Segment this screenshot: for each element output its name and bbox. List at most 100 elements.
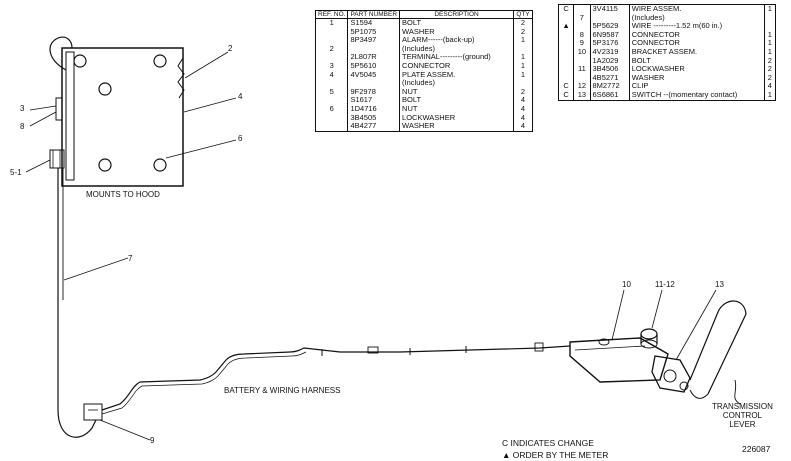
legend-meter: ▲ ORDER BY THE METER <box>502 450 609 460</box>
part-quantity <box>763 22 776 31</box>
part-quantity: 2 <box>513 87 533 97</box>
table-row: (Includes) <box>314 79 533 88</box>
table-row: 7(Includes) <box>557 13 776 23</box>
callout-10: 10 <box>622 280 631 289</box>
change-marker: C <box>557 90 574 101</box>
part-description: ALARM------(back-up) <box>399 36 514 45</box>
table-row: 2(Includes) <box>314 44 533 54</box>
alarm-plate <box>61 47 184 187</box>
change-marker: ▲ <box>557 22 574 31</box>
part-number: 4V2319 <box>589 47 630 57</box>
part-quantity <box>513 79 533 88</box>
part-quantity: 1 <box>513 36 533 45</box>
part-description: CLIP <box>628 82 765 91</box>
part-number <box>347 44 400 54</box>
ref-number <box>314 122 348 132</box>
bolt-head <box>98 82 112 96</box>
change-marker: C <box>557 82 574 91</box>
part-number: S1594 <box>347 18 400 28</box>
ref-number: 12 <box>573 82 591 91</box>
part-number: 3B4505 <box>347 113 400 123</box>
ref-number <box>314 79 348 88</box>
callout-11-12: 11-12 <box>655 280 675 289</box>
connector-8 <box>55 97 63 121</box>
part-number: 2L807R <box>347 53 400 62</box>
part-number: 1A2029 <box>589 56 630 66</box>
part-description: BRACKET ASSEM. <box>628 47 765 57</box>
part-quantity: 1 <box>513 53 533 62</box>
part-description: LOCKWASHER <box>399 113 514 123</box>
part-quantity: 1 <box>763 90 776 101</box>
ref-number: 8 <box>573 30 591 40</box>
callout-9: 9 <box>150 436 155 445</box>
part-number: 5P5610 <box>347 61 400 71</box>
change-marker <box>557 65 574 74</box>
part-number: 8P3497 <box>347 36 400 45</box>
harness-route <box>101 345 571 411</box>
wire-7 <box>57 168 97 438</box>
switch-13 <box>651 355 691 393</box>
change-marker <box>557 13 574 23</box>
ref-number <box>573 56 591 66</box>
part-quantity <box>513 44 533 54</box>
part-quantity: 1 <box>513 70 533 80</box>
part-number: 8M2772 <box>589 82 630 91</box>
part-description: CONNECTOR <box>628 30 765 40</box>
ref-number <box>573 73 591 83</box>
callout-7: 7 <box>128 254 133 263</box>
part-number: 6N9587 <box>589 30 630 40</box>
ref-number <box>314 36 348 45</box>
part-quantity: 1 <box>763 39 776 48</box>
connector-9 <box>83 403 103 421</box>
bolt-head <box>153 54 167 68</box>
ref-number: 3 <box>314 61 348 71</box>
part-description: SWITCH --(momentary contact) <box>628 90 765 101</box>
col-ref: REF. NO. <box>314 10 348 19</box>
part-number: 6S6861 <box>589 90 630 101</box>
col-desc: DESCRIPTION <box>399 10 514 19</box>
part-quantity: 4 <box>513 104 533 114</box>
ref-number: 4 <box>314 70 348 80</box>
ref-number <box>314 53 348 62</box>
part-description: TERMINAL---------(ground) <box>399 53 514 62</box>
callout-13: 13 <box>715 280 724 289</box>
connector-5 <box>49 149 65 169</box>
bolt-head <box>153 158 167 172</box>
part-quantity: 1 <box>513 61 533 71</box>
part-quantity: 2 <box>763 65 776 74</box>
part-description: CONNECTOR <box>399 61 514 71</box>
part-description: WIRE ASSEM. <box>628 4 765 14</box>
part-quantity: 2 <box>763 56 776 66</box>
change-marker <box>557 47 574 57</box>
part-quantity: 4 <box>513 96 533 105</box>
bolt-11-12 <box>640 328 658 340</box>
part-number: 5P1075 <box>347 27 400 37</box>
lever-label-line-3: LEVER <box>729 420 756 429</box>
col-qty: QTY <box>513 10 533 19</box>
part-number: 5P5629 <box>589 22 630 31</box>
callout-4: 4 <box>238 92 243 101</box>
callout-8: 8 <box>20 122 25 131</box>
part-quantity: 2 <box>513 27 533 37</box>
ground-wire <box>49 36 73 71</box>
ref-number <box>573 22 591 31</box>
part-description: NUT <box>399 104 514 114</box>
callout-2: 2 <box>228 44 233 53</box>
change-marker <box>557 39 574 48</box>
